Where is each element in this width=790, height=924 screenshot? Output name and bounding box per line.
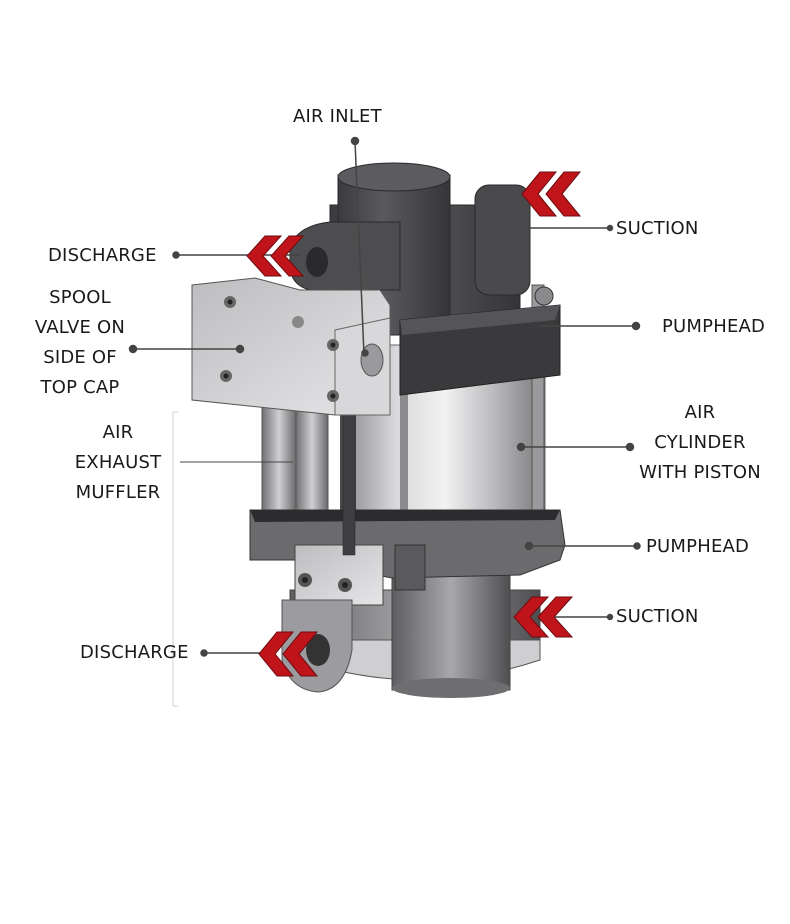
label-air-inlet: AIR INLET [293, 106, 382, 127]
label-spool-valve-line3: SIDE OF [43, 347, 117, 368]
label-air-exhaust-line1: AIR [102, 422, 134, 443]
leader-lines [128, 136, 641, 657]
flow-arrow-suction-bottom-icon [513, 596, 574, 638]
label-pumphead-bottom: PUMPHEAD [646, 536, 750, 557]
label-air-cylinder-line3: WITH PISTON [639, 462, 761, 483]
label-suction-top: SUCTION [616, 218, 699, 239]
label-air-exhaust-line3: MUFFLER [75, 482, 161, 503]
label-spool-valve-line2: VALVE ON [34, 317, 126, 338]
flow-arrow-suction-top-icon [521, 171, 582, 217]
label-pumphead-top: PUMPHEAD [662, 316, 766, 337]
flow-arrow-discharge-bottom-icon [258, 631, 319, 677]
label-spool-valve: SPOOL VALVE ON SIDE OF TOP CAP [22, 283, 138, 403]
spool-valve [191, 277, 391, 416]
label-air-exhaust-line2: EXHAUST [74, 452, 162, 473]
label-air-cylinder-line1: AIR [684, 402, 716, 423]
label-spool-valve-line1: SPOOL [49, 287, 111, 308]
flow-arrow-discharge-top-icon [246, 235, 305, 277]
air-exhaust-muffler [261, 394, 329, 526]
label-discharge-bottom: DISCHARGE [80, 642, 189, 663]
label-spool-valve-line4: TOP CAP [40, 377, 120, 398]
label-air-cylinder: AIR CYLINDER WITH PISTON [630, 398, 770, 488]
label-air-cylinder-line2: CYLINDER [654, 432, 746, 453]
label-discharge-top: DISCHARGE [48, 245, 157, 266]
label-air-exhaust-muffler: AIR EXHAUST MUFFLER [66, 418, 170, 508]
label-suction-bottom: SUCTION [616, 606, 699, 627]
faint-bracket [172, 411, 178, 707]
